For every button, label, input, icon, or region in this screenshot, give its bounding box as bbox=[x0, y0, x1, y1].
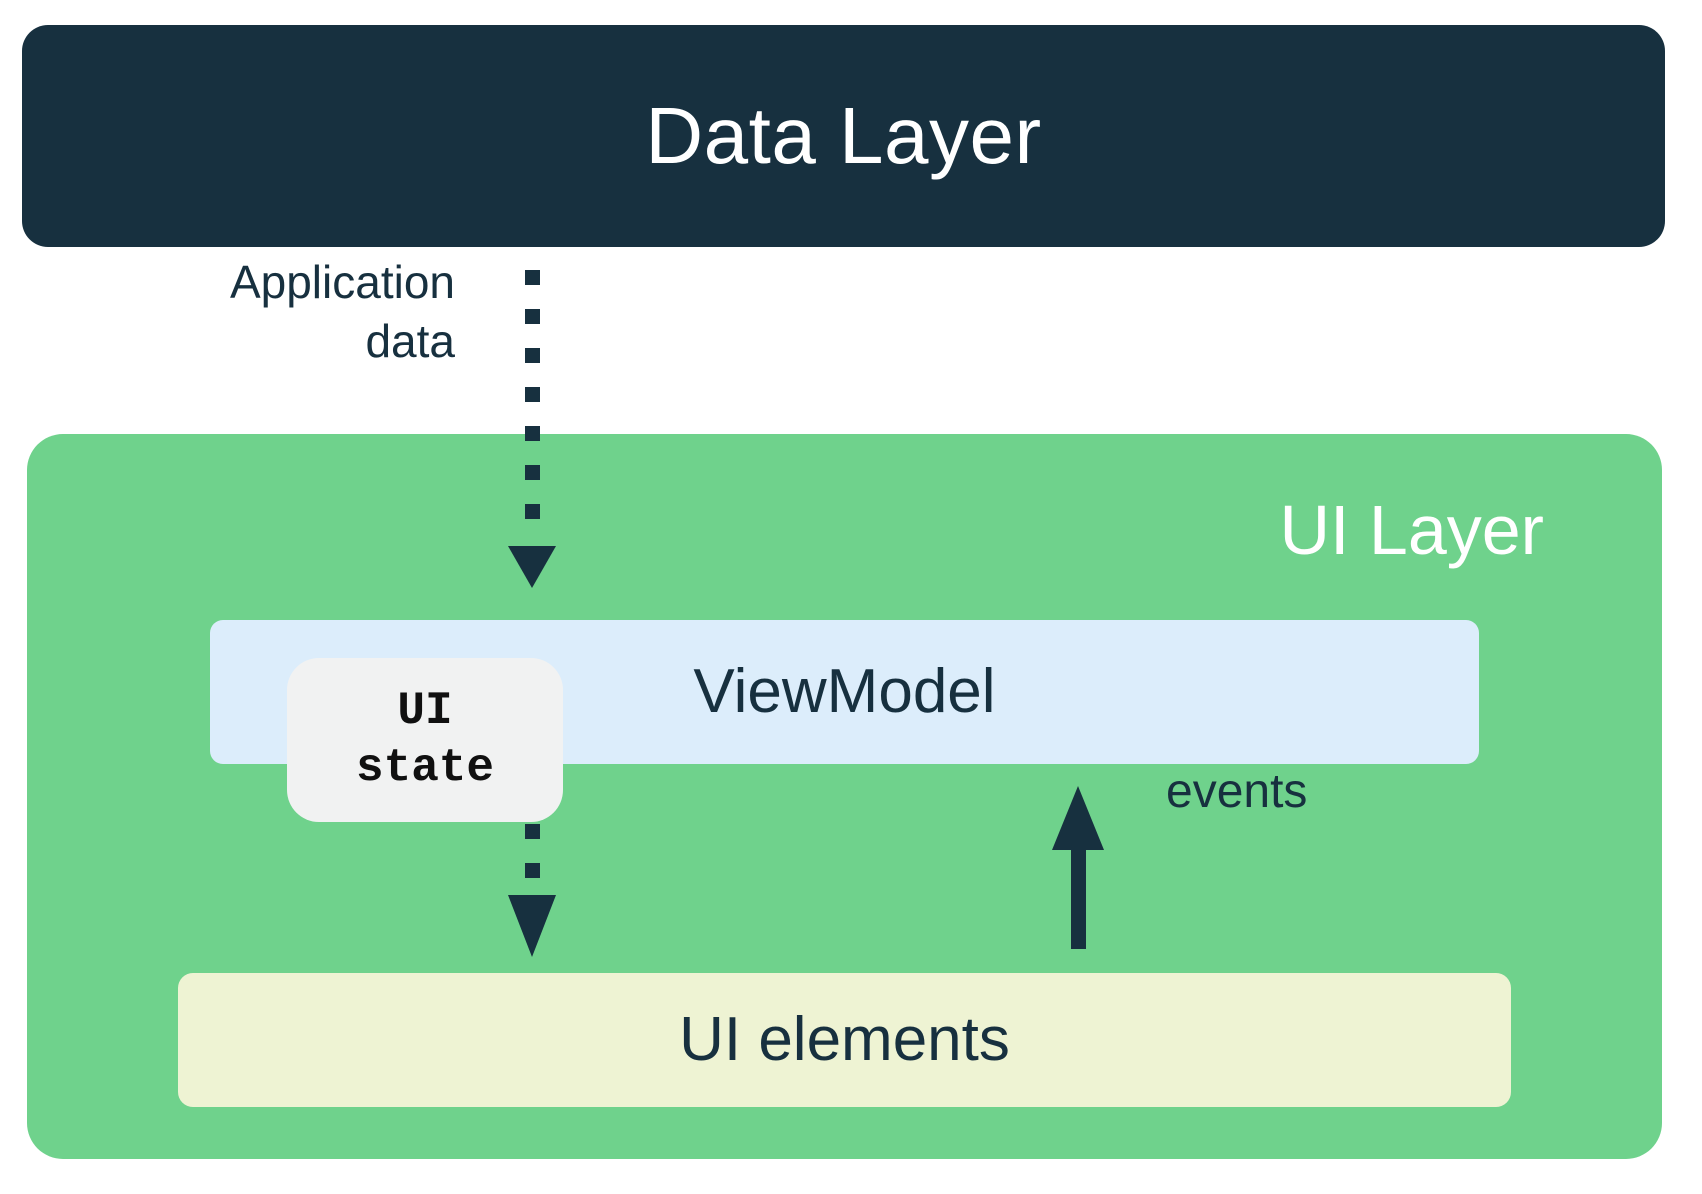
viewmodel-label: ViewModel bbox=[693, 657, 996, 726]
application-data-line-1: Application bbox=[229, 256, 455, 308]
ui-layer-label: UI Layer bbox=[1279, 491, 1544, 569]
ui-state-line-1: UI bbox=[397, 684, 453, 737]
data-layer-box: Data Layer bbox=[22, 25, 1665, 247]
application-data-line-2: data bbox=[365, 314, 455, 367]
ui-state-box: UI state bbox=[287, 658, 563, 822]
ui-elements-label: UI elements bbox=[679, 1005, 1010, 1074]
events-label: events bbox=[1166, 765, 1308, 818]
ui-state-line-2: state bbox=[355, 742, 495, 794]
ui-elements-box: UI elements bbox=[178, 973, 1511, 1107]
data-layer-label: Data Layer bbox=[645, 91, 1042, 180]
application-data-label: Application data bbox=[70, 253, 455, 371]
